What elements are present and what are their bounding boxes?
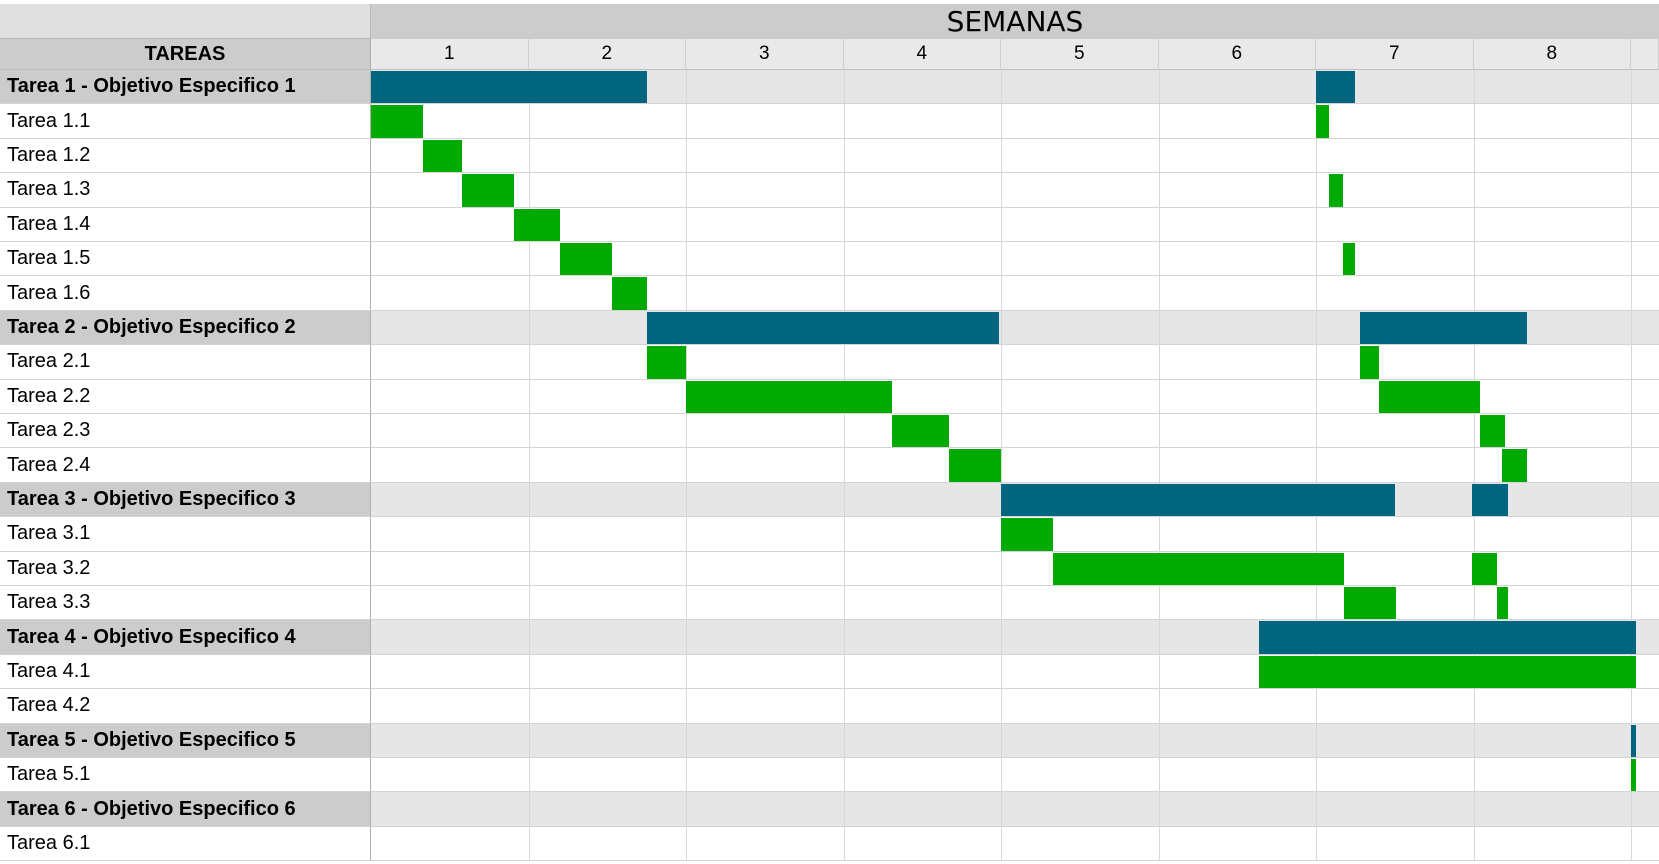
task-bar [1259, 655, 1636, 689]
task-bar [514, 208, 560, 241]
task-label: Tarea 1.4 [0, 207, 371, 242]
task-bar [1344, 587, 1397, 620]
group-bar [1316, 71, 1356, 104]
task-label: Tarea 3.2 [0, 551, 371, 586]
group-row-track [371, 792, 1659, 827]
task-bar [462, 174, 515, 207]
group-task-label: Tarea 3 - Objetivo Especifico 3 [0, 482, 371, 518]
task-label: Tarea 2.1 [0, 345, 371, 380]
task-bar [560, 243, 612, 276]
task-label: Tarea 2.2 [0, 379, 371, 414]
group-bar [646, 311, 1000, 345]
task-bar [1052, 552, 1345, 585]
week-gridline [1316, 70, 1317, 862]
task-bar [1479, 415, 1505, 448]
week-header: 4 [843, 39, 1001, 70]
week-gridline [1159, 70, 1160, 862]
task-bar [1501, 449, 1528, 482]
group-bar [1001, 483, 1395, 517]
task-label: Tarea 4.2 [0, 689, 371, 724]
task-label: Tarea 1.2 [0, 138, 371, 174]
task-bar [1497, 587, 1509, 620]
task-label: Tarea 2.3 [0, 414, 371, 449]
task-bar [1342, 243, 1356, 276]
task-row-track [371, 138, 1659, 174]
task-bar [646, 346, 686, 379]
task-bar [422, 139, 463, 173]
week-gridline [529, 70, 530, 862]
task-bar [1328, 174, 1343, 207]
task-bar [949, 449, 1001, 482]
group-bar [371, 71, 647, 104]
task-bar [1471, 552, 1498, 585]
task-label: Tarea 1.6 [0, 276, 371, 311]
group-task-label: Tarea 4 - Objetivo Especifico 4 [0, 620, 371, 655]
week-header: 3 [686, 39, 844, 70]
task-column-header: TAREAS [0, 39, 371, 70]
week-gridline [686, 70, 687, 862]
task-bar [1001, 518, 1053, 551]
task-row-track [371, 276, 1659, 311]
task-row-track [371, 689, 1659, 724]
task-bar [371, 105, 423, 138]
task-bar [1631, 759, 1636, 792]
task-label: Tarea 3.1 [0, 517, 371, 552]
task-bar [1360, 346, 1379, 379]
task-row-track [371, 345, 1659, 380]
task-label: Tarea 2.4 [0, 448, 371, 483]
week-header: 8 [1473, 39, 1631, 70]
task-row-track [371, 173, 1659, 208]
task-bar [611, 277, 647, 310]
week-header: 2 [528, 39, 686, 70]
week-gridline [844, 70, 845, 862]
week-header: 5 [1001, 39, 1159, 70]
group-bar [1631, 724, 1636, 757]
group-bar [1360, 311, 1528, 345]
task-row-track [371, 448, 1659, 483]
task-row-track [371, 414, 1659, 449]
task-label: Tarea 1.5 [0, 242, 371, 277]
week-gridline [1474, 70, 1475, 862]
group-task-label: Tarea 5 - Objetivo Especifico 5 [0, 723, 371, 758]
task-label: Tarea 1.1 [0, 104, 371, 139]
task-label: Tarea 4.1 [0, 654, 371, 690]
task-row-track [371, 551, 1659, 586]
task-row-track [371, 104, 1659, 139]
week-header: 6 [1158, 39, 1316, 70]
week-header: 7 [1316, 39, 1474, 70]
corner-cell [0, 4, 371, 39]
task-label: Tarea 1.3 [0, 173, 371, 208]
task-bar [892, 415, 949, 448]
group-task-label: Tarea 1 - Objetivo Especifico 1 [0, 70, 371, 105]
task-row-track [371, 758, 1659, 793]
task-bar [686, 380, 893, 413]
group-task-label: Tarea 2 - Objetivo Especifico 2 [0, 310, 371, 346]
task-label: Tarea 5.1 [0, 758, 371, 793]
group-row-track [371, 723, 1659, 758]
chart-title: SEMANAS [371, 4, 1659, 39]
task-label: Tarea 3.3 [0, 586, 371, 621]
task-bar [1379, 380, 1480, 413]
group-task-label: Tarea 6 - Objetivo Especifico 6 [0, 792, 371, 827]
week-header-filler [1631, 39, 1659, 70]
group-bar [1259, 621, 1636, 654]
group-bar [1471, 483, 1509, 517]
week-gridline [1631, 70, 1632, 862]
week-header: 1 [371, 39, 529, 70]
week-gridline [1001, 70, 1002, 862]
task-label: Tarea 6.1 [0, 826, 371, 862]
task-row-track [371, 207, 1659, 242]
task-row-track [371, 826, 1659, 862]
task-row-track [371, 586, 1659, 621]
task-bar [1316, 105, 1329, 138]
